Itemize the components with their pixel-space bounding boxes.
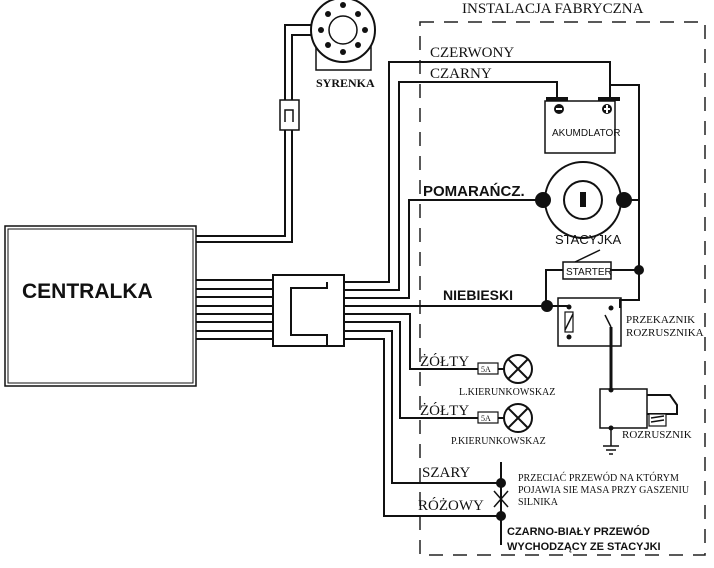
wire-red — [344, 61, 611, 283]
cut-mark-icon — [493, 490, 509, 508]
central-unit — [4, 225, 197, 387]
wire-black — [344, 81, 558, 291]
wire-orange-label: POMARAŃCZ. — [423, 183, 525, 200]
black-white-note-line1: CZARNO-BIAŁY PRZEWÓD — [507, 525, 650, 538]
siren-icon — [310, 0, 376, 71]
ignition-switch-label: STACYJKA — [555, 232, 622, 247]
fuse-left-label: 5A — [481, 365, 491, 374]
fuse-right-label: 5A — [481, 414, 491, 423]
black-white-note-line2: WYCHODZĄCY ZE STACYJKI — [507, 541, 661, 553]
starter-motor-label: ROZRUSZNIK — [622, 429, 692, 441]
factory-section-title: INSTALACJA FABRYCZNA — [462, 1, 644, 17]
right-indicator-label: P.KIERUNKOWSKAZ — [451, 436, 546, 447]
wire-pink — [344, 338, 501, 517]
wire-blue-label: NIEBIESKI — [443, 287, 513, 303]
wire-battery-positive-bus — [610, 84, 640, 308]
lamp-right-icon — [503, 403, 533, 433]
starter-motor-icon — [599, 387, 678, 455]
cut-note-line1: PRZECIAĆ PRZEWÓD NA KTÓRYM — [518, 472, 679, 484]
cut-note-line2: POJAWIA SIE MASA PRZY GASZENIU — [518, 485, 690, 496]
cut-note-line3: SILNIKA — [518, 497, 559, 508]
main-connector — [272, 274, 345, 347]
siren-wires — [196, 24, 312, 243]
starter-relay-label-line2: ROZRUSZNIKA — [626, 327, 704, 339]
cut-point — [493, 462, 509, 545]
wire-red-label: CZERWONY — [430, 45, 514, 61]
ignition-switch-icon — [535, 161, 632, 239]
ground-icon — [603, 445, 619, 455]
right-indicator — [477, 403, 533, 433]
wire-grey-label: SZARY — [422, 465, 471, 481]
central-unit-label: CENTRALKA — [22, 280, 153, 303]
left-indicator — [477, 354, 533, 384]
centralka-harness — [196, 279, 273, 340]
wire-yellow-right-label: ŻÓŁTY — [420, 402, 469, 419]
left-indicator-label: L.KIERUNKOWSKAZ — [459, 387, 555, 398]
wire-pink-label: RÓŻOWY — [418, 497, 484, 514]
wire-orange — [344, 199, 540, 299]
starter-leader-line — [574, 249, 601, 263]
battery-icon — [544, 97, 620, 154]
siren-label: SYRENKA — [316, 76, 375, 90]
wire-yellow-left-label: ŻÓŁTY — [420, 353, 469, 370]
starter-label: STARTER — [566, 267, 612, 278]
wire-yellow-right — [344, 321, 478, 419]
wire-grey — [344, 330, 501, 484]
siren-connector — [279, 99, 300, 131]
wire-black-label: CZARNY — [430, 66, 492, 82]
starter-relay-label-line1: PRZEKAZNIK — [626, 314, 695, 326]
battery-label: AKUMDLATOR — [552, 128, 621, 139]
starter-box — [541, 261, 644, 312]
factory-installation-boundary — [419, 21, 706, 556]
wire-yellow-left — [344, 313, 478, 370]
lamp-left-icon — [503, 354, 533, 384]
starter-relay-icon — [548, 297, 622, 392]
